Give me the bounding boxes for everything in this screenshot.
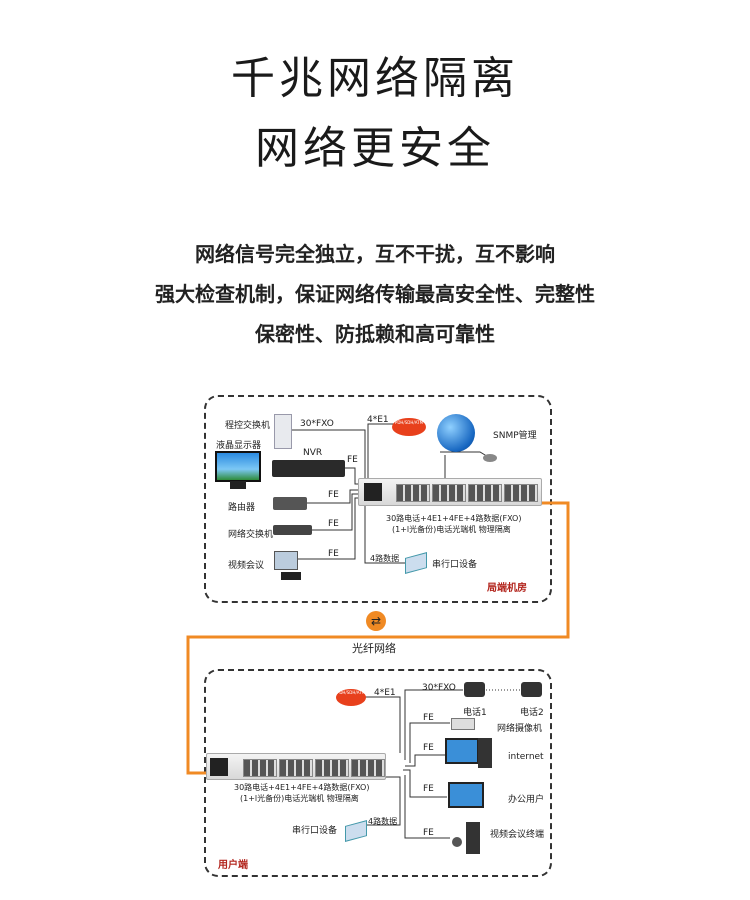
camera-icon	[451, 718, 475, 730]
video-fe-link: FE	[328, 549, 339, 559]
switch-fe-link: FE	[328, 519, 339, 529]
bottom-site-name: 用户端	[218, 860, 248, 871]
pbx-cabinet-icon	[274, 414, 292, 449]
nvr-icon	[272, 460, 345, 477]
bottom-data-link: 4路数据	[368, 817, 398, 826]
lcd-monitor-icon	[215, 451, 261, 482]
bottom-device-caption1: 30路电话+4E1+4FE+4路数据(FXO)	[234, 783, 370, 792]
fiber-exchange-icon: ⇄	[366, 611, 386, 631]
power-socket-icon	[210, 758, 228, 776]
top-device-caption2: (1+l光备份)电话光端机 物理隔离	[392, 525, 511, 534]
title-line2: 网络更安全	[255, 123, 495, 174]
top-device-caption1: 30路电话+4E1+4FE+4路数据(FXO)	[386, 514, 522, 523]
top-serial-label: 串行口设备	[432, 560, 478, 570]
internet-fe-link: FE	[423, 743, 434, 753]
top-site-name: 局端机房	[487, 583, 527, 594]
top-data-link: 4路数据	[370, 554, 400, 563]
internet-label: internet	[508, 752, 544, 762]
power-socket-icon	[364, 483, 382, 501]
bottom-optical-terminal	[206, 753, 386, 780]
phone2-label: 电话2	[520, 708, 544, 718]
nvr-label: NVR	[303, 448, 323, 458]
subtitle-line3: 保密性、防抵赖和高可靠性	[255, 322, 495, 346]
video-terminal-icon	[466, 822, 480, 854]
switch-label: 网络交换机	[228, 530, 274, 540]
video-term-label: 视频会议终端	[490, 830, 545, 840]
phone2-icon	[521, 682, 542, 697]
lcd-label: 液晶显示器	[216, 441, 262, 451]
lcd-stand-icon	[230, 481, 246, 489]
video-conf-label: 视频会议	[228, 561, 265, 571]
video-term-fe-link: FE	[423, 828, 434, 838]
conference-camera-icon	[452, 837, 462, 847]
pbx-label: 程控交换机	[225, 421, 271, 431]
camera-fe-link: FE	[423, 713, 434, 723]
mouse-icon	[483, 454, 497, 462]
subtitle-line2: 强大检查机制，保证网络传输最高安全性、完整性	[155, 282, 595, 306]
subtitle-line1: 网络信号完全独立，互不干扰，互不影响	[195, 242, 555, 266]
phone1-label: 电话1	[463, 708, 487, 718]
bottom-e1-link: 4*E1	[374, 688, 396, 698]
title-line1: 千兆网络隔离	[231, 53, 519, 104]
phone1-icon	[464, 682, 485, 697]
internet-pc-icon	[445, 738, 479, 764]
fiber-line	[186, 501, 570, 775]
camera-label: 网络摄像机	[497, 724, 543, 734]
top-site-frame	[204, 395, 552, 603]
nvr-fe-link: FE	[347, 455, 358, 465]
top-optical-terminal	[358, 478, 542, 506]
switch-icon	[273, 525, 312, 535]
pc-tower-icon	[478, 738, 492, 768]
top-e1-link: 4*E1	[367, 415, 389, 425]
fiber-label: 光纤网络	[352, 642, 396, 655]
router-icon	[273, 497, 307, 510]
router-label: 路由器	[228, 503, 256, 513]
top-fxo-link: 30*FXO	[300, 419, 334, 429]
office-label: 办公用户	[508, 795, 545, 805]
router-fe-link: FE	[328, 490, 339, 500]
bottom-fxo-link: 30*FXO	[422, 683, 456, 693]
top-pdh-burst-icon: PDH/SDH/ATM	[392, 418, 426, 436]
video-conf-icon	[274, 551, 298, 570]
office-fe-link: FE	[423, 784, 434, 794]
bottom-serial-label: 串行口设备	[292, 826, 338, 836]
bottom-pdh-burst-icon: PDH/SDH/ATM	[336, 689, 366, 706]
keyboard-icon	[281, 572, 301, 580]
bottom-device-caption2: (1+l光备份)电话光端机 物理隔离	[240, 794, 359, 803]
office-pc-icon	[448, 782, 484, 808]
snmp-label: SNMP管理	[493, 431, 537, 441]
snmp-globe-icon	[437, 414, 475, 452]
